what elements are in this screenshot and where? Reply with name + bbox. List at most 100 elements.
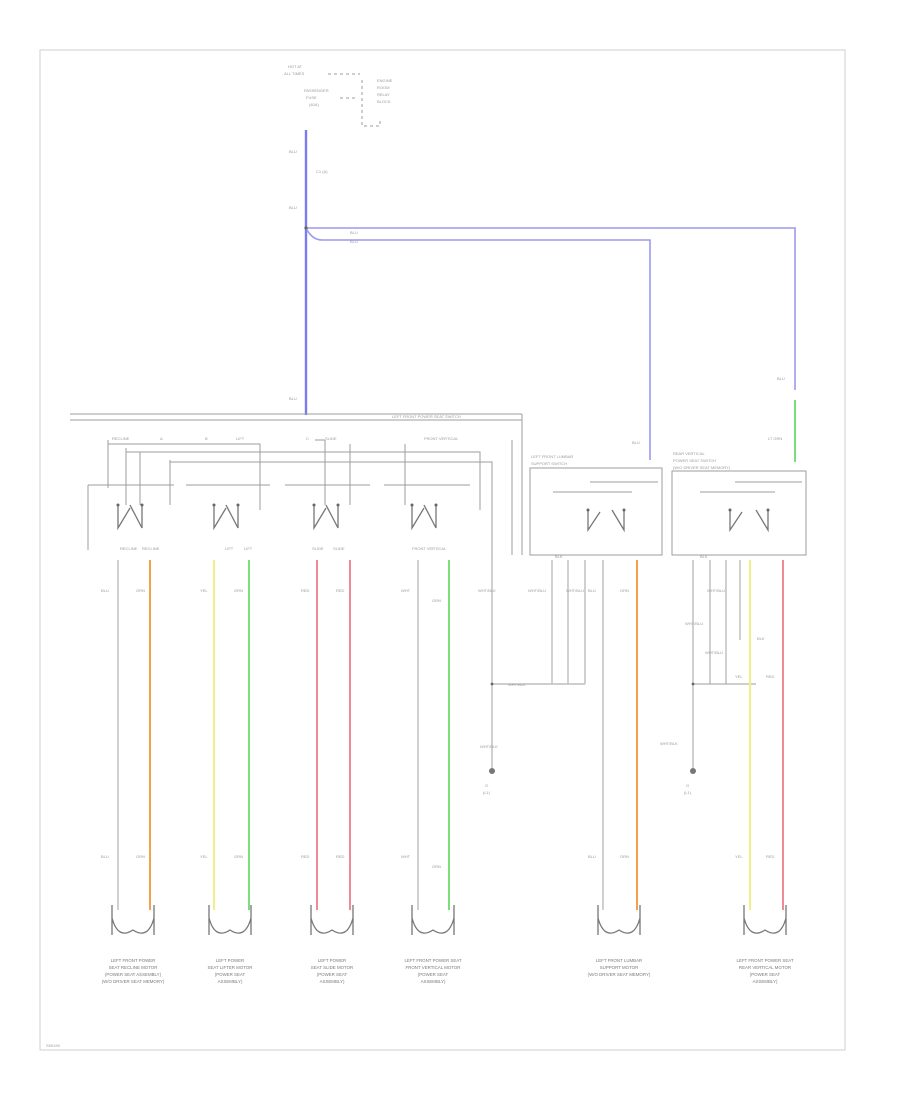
lumbar-small-wire-1: BLK bbox=[555, 554, 563, 559]
ground-wire-2-label: WHT/BLK bbox=[660, 741, 678, 746]
sg-label-recline: RECLINE bbox=[112, 436, 130, 441]
switch-symbol-slide: SLIDE SLIDE bbox=[312, 503, 345, 551]
recline-caption-2: SEAT RECLINE MOTOR bbox=[109, 965, 158, 970]
recline-conn-l: BLU bbox=[101, 854, 109, 859]
motor-rear-vertical bbox=[743, 905, 787, 935]
power-seat-switch-group: LEFT FRONT POWER SEAT SWITCH RECLINE A B… bbox=[70, 413, 523, 555]
rear-vertical-switch: REAR VERTICAL POWER SEAT SWITCH (W/O DRI… bbox=[660, 451, 807, 910]
ground-2-line-1: G bbox=[686, 783, 689, 788]
lumbar-caption-2: SUPPORT MOTOR bbox=[600, 965, 639, 970]
fuse-line-2: FUSE bbox=[306, 95, 317, 100]
fv-conn-r: GRN bbox=[432, 864, 441, 869]
lumbar-wire-r: ORN bbox=[620, 588, 629, 593]
ground-2-line-2: (L1) bbox=[684, 790, 692, 795]
fuse-line-1: PASSENGER bbox=[304, 88, 329, 93]
lift-wire-l: YEL bbox=[200, 588, 208, 593]
ground-wire-1-label: WHT/BLK bbox=[478, 588, 496, 593]
fv-caption-3: (POWER SEAT bbox=[418, 972, 449, 977]
slide-caption-1: LEFT POWER bbox=[318, 958, 346, 963]
branch-label-2: BLU bbox=[350, 239, 358, 244]
recline-caption-4: (W/O DRIVER SEAT MEMORY) bbox=[102, 979, 165, 984]
ground-symbol-2 bbox=[690, 768, 696, 774]
lumbar-wire-l: BLU bbox=[588, 588, 596, 593]
sg-label-a: A bbox=[160, 436, 163, 441]
recline-wire-l: BLU bbox=[101, 588, 109, 593]
rv-caption-4: ASSEMBLY) bbox=[753, 979, 778, 984]
slide-caption-3: (POWER SEAT bbox=[317, 972, 348, 977]
slide-caption-4: ASSEMBLY) bbox=[320, 979, 345, 984]
motor-captions: LEFT FRONT POWER SEAT RECLINE MOTOR (POW… bbox=[102, 958, 794, 984]
ground-symbol-1 bbox=[489, 768, 495, 774]
switch-symbol-lift: LIFT LIFT bbox=[212, 503, 253, 551]
slide-wire-l: RED bbox=[301, 588, 310, 593]
rv-conn-l: YEL bbox=[735, 854, 743, 859]
source-line-2: ALL TIMES bbox=[284, 71, 305, 76]
junction-line-3: RELAY bbox=[377, 92, 390, 97]
ground-branch-1: WHT/BLK WHT/BLK WHT/BLK G (L1) bbox=[478, 555, 585, 795]
lumbar-conn-l: BLU bbox=[588, 854, 596, 859]
slide-conn-l: RED bbox=[301, 854, 310, 859]
ground-join-label: WHT/BLK bbox=[508, 682, 526, 687]
rv-small-wire-1: BLK bbox=[700, 554, 708, 559]
rv-title-1: REAR VERTICAL bbox=[673, 451, 705, 456]
rv-wire-l: YEL bbox=[735, 674, 743, 679]
sg-label-b: B bbox=[205, 436, 208, 441]
diagram-id: S90190 bbox=[46, 1043, 61, 1048]
fv-conn-l: WHT bbox=[401, 854, 411, 859]
rv-extra-wire-2: BLK bbox=[757, 636, 765, 641]
motor-recline bbox=[111, 905, 155, 935]
source-line-1: HOT AT bbox=[288, 64, 303, 69]
lift-wire-r: GRN bbox=[234, 588, 243, 593]
lift-conn-l: YEL bbox=[200, 854, 208, 859]
lumbar-conn-r: ORN bbox=[620, 854, 629, 859]
motor-slide bbox=[310, 905, 354, 935]
junction-line-2: ROOM bbox=[377, 85, 389, 90]
lumbar-caption-3: (W/O DRIVER SEAT MEMORY) bbox=[588, 972, 651, 977]
slide-caption-2: SEAT SLIDE MOTOR bbox=[311, 965, 353, 970]
fv-wire-r: GRN bbox=[432, 598, 441, 603]
rv-wire-r: RED bbox=[766, 674, 775, 679]
lumbar-small-wire-3: WHT/BLU bbox=[566, 588, 584, 593]
rv-conn-r: RED bbox=[766, 854, 775, 859]
fv-caption-4: ASSEMBLY) bbox=[421, 979, 446, 984]
ground-1-line-2: (L1) bbox=[483, 790, 491, 795]
slide-wire-r: RED bbox=[336, 588, 345, 593]
power-source: HOT AT ALL TIMES PASSENGER FUSE (40A) EN… bbox=[284, 64, 393, 401]
sg-label-lift: LIFT bbox=[236, 436, 245, 441]
wire-label-a: BLU bbox=[289, 149, 297, 154]
lumbar-title-2: SUPPORT SWITCH bbox=[531, 461, 567, 466]
diagram-frame bbox=[39, 49, 846, 1051]
lift-caption-1: LEFT POWER bbox=[216, 958, 244, 963]
motor-front-vertical bbox=[411, 905, 455, 935]
junction-line-1: ENGINE bbox=[377, 78, 393, 83]
switch-term-lift-1: LIFT bbox=[225, 546, 234, 551]
sg-label-c: C bbox=[306, 436, 309, 441]
switch-term-slide-1: SLIDE bbox=[312, 546, 324, 551]
switch-term-recline-2: RECLINE bbox=[142, 546, 160, 551]
motor-wires-left bbox=[117, 560, 450, 910]
rv-caption-1: LEFT FRONT POWER SEAT bbox=[736, 958, 793, 963]
lumbar-title-1: LEFT FRONT LUMBAR bbox=[531, 454, 573, 459]
lift-conn-r: GRN bbox=[234, 854, 243, 859]
rv-top-wire-label: BLU bbox=[777, 376, 785, 381]
switch-symbol-recline: RECLINE RECLINE bbox=[116, 503, 160, 551]
junction-line-4: BLOCK bbox=[377, 99, 391, 104]
sg-label-slide: SLIDE bbox=[325, 436, 337, 441]
wire-label-b: BLU bbox=[289, 205, 297, 210]
switch-term-front-vertical-1: FRONT VERTICAL bbox=[412, 546, 447, 551]
lift-caption-4: ASSEMBLY) bbox=[218, 979, 243, 984]
sg-label-front-vertical: FRONT VERTICAL bbox=[424, 436, 459, 441]
rv-title-2: POWER SEAT SWITCH bbox=[673, 458, 716, 463]
switch-group-title: LEFT FRONT POWER SEAT SWITCH bbox=[392, 414, 461, 419]
lumbar-caption-1: LEFT FRONT LUMBAR bbox=[596, 958, 642, 963]
lumbar-switch: LEFT FRONT LUMBAR SUPPORT SWITCH BLK WHT… bbox=[528, 454, 663, 910]
lumbar-small-wire-2: WHT/BLU bbox=[528, 588, 546, 593]
rv-green-label: LT GRN bbox=[768, 436, 782, 441]
lift-caption-3: (POWER SEAT bbox=[215, 972, 246, 977]
recline-caption-3: (POWER SEAT ASSEMBLY) bbox=[105, 972, 162, 977]
motor-symbols bbox=[111, 905, 787, 935]
recline-wire-r: ORN bbox=[136, 588, 145, 593]
switch-term-recline-1: RECLINE bbox=[120, 546, 138, 551]
ground-1-line-1: G bbox=[485, 783, 488, 788]
rv-title-3: (W/O DRIVER SEAT MEMORY) bbox=[673, 465, 731, 470]
